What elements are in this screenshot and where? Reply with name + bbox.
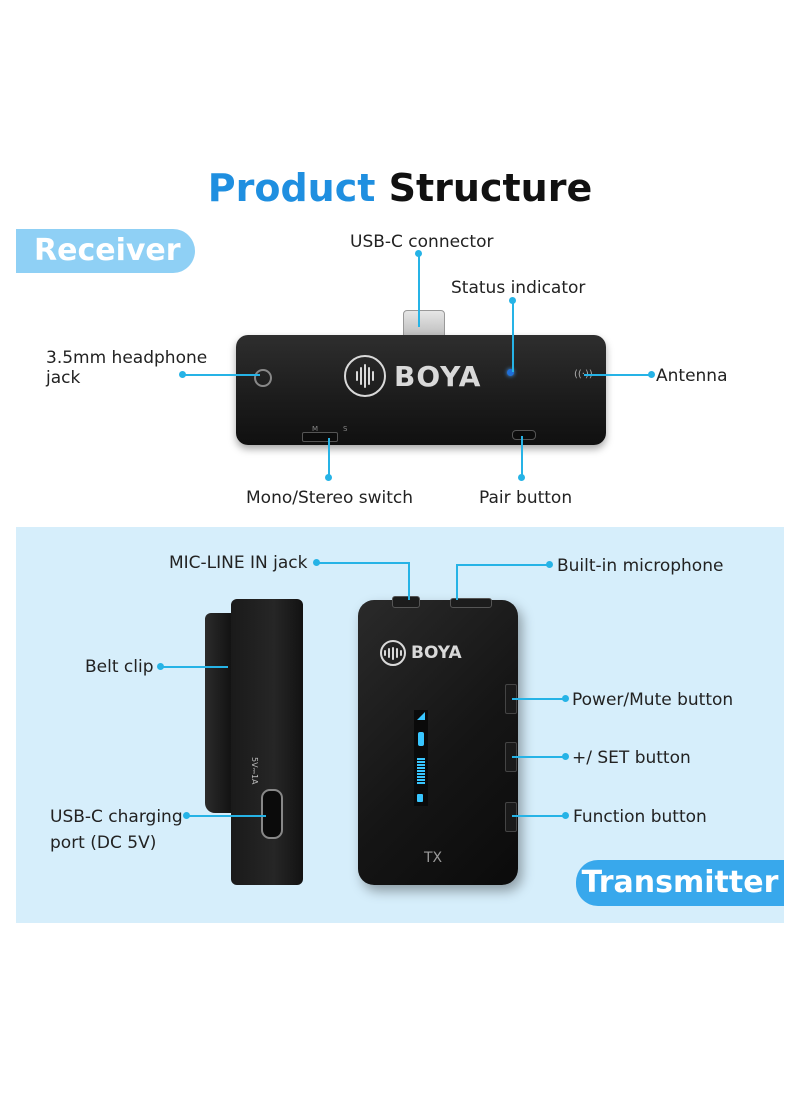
callout-dot-switch (325, 474, 332, 481)
builtin-mic-grille (450, 598, 492, 608)
label-status-indicator: Status indicator (451, 278, 586, 298)
callout-line-power-mute (512, 698, 566, 700)
callout-line-jack (182, 374, 260, 376)
label-headphone-jack-2: jack (46, 368, 81, 388)
transmitter-brand: BOYA (411, 643, 462, 663)
callout-line-switch (328, 438, 330, 480)
receiver-logo: BOYA (344, 355, 481, 397)
boya-mark-icon (344, 355, 386, 397)
model-label: TX (424, 850, 443, 866)
callout-line-belt-clip (160, 666, 228, 668)
receiver-tag: Receiver (16, 229, 195, 273)
callout-line-antenna (584, 374, 654, 376)
label-usb-c-charging-2: port (DC 5V) (50, 833, 157, 853)
callout-line-builtin-mic-h (456, 564, 548, 566)
transmitter-logo: BOYA (380, 640, 462, 666)
callout-dot-antenna (648, 371, 655, 378)
callout-dot-usb-charging (183, 812, 190, 819)
label-pair-button: Pair button (479, 488, 573, 508)
pair-button[interactable] (512, 430, 536, 440)
label-usb-c-connector: USB-C connector (350, 232, 494, 252)
label-function-button: Function button (573, 807, 707, 827)
headphone-icon (254, 369, 272, 387)
callout-line-mic-line-h (316, 562, 410, 564)
transmitter-front: BOYA TX (358, 596, 518, 885)
battery-icon (417, 794, 423, 802)
label-antenna: Antenna (656, 366, 728, 386)
callout-dot-set (562, 753, 569, 760)
callout-dot-builtin-mic (546, 561, 553, 568)
level-meter (417, 758, 425, 784)
page-title: Product Structure (0, 166, 800, 210)
callout-dot-function (562, 812, 569, 819)
callout-line-function (512, 815, 566, 817)
transmitter-tag: Transmitter (576, 860, 784, 906)
belt-clip (205, 613, 233, 813)
callout-dot-jack (179, 371, 186, 378)
callout-dot-usb (415, 250, 422, 257)
antenna-icon: ((·)) (574, 370, 593, 380)
usb-c-port[interactable] (261, 789, 283, 839)
status-led (507, 369, 514, 376)
callout-line-usb (418, 253, 420, 327)
signal-icon (417, 712, 425, 720)
label-usb-c-charging-1: USB-C charging (50, 807, 183, 827)
boya-mark-icon (380, 640, 406, 666)
callout-dot-power-mute (562, 695, 569, 702)
label-mic-line-in: MIC-LINE IN jack (169, 553, 308, 573)
label-power-mute: Power/Mute button (572, 690, 734, 710)
transmitter-side-view: 5V⎓1A (205, 599, 305, 888)
callout-line-usb-charging (186, 815, 266, 817)
callout-line-pair (521, 436, 523, 480)
function-button[interactable] (505, 802, 517, 832)
callout-line-status (512, 300, 514, 372)
callout-line-builtin-mic-v (456, 564, 458, 600)
label-mono-stereo-switch: Mono/Stereo switch (246, 488, 414, 508)
port-marking: 5V⎓1A (250, 757, 259, 785)
callout-dot-status (509, 297, 516, 304)
mic-line-in-jack[interactable] (392, 596, 420, 608)
callout-dot-pair (518, 474, 525, 481)
switch-mark-m: M (312, 425, 319, 433)
callout-line-set (512, 756, 566, 758)
label-set-button: +/ SET button (572, 748, 691, 768)
label-headphone-jack-1: 3.5mm headphone (46, 348, 208, 368)
mic-icon (418, 732, 424, 746)
title-accent: Product (207, 166, 376, 210)
receiver-brand: BOYA (394, 359, 482, 393)
transmitter-side (231, 599, 303, 885)
switch-mark-s: S (343, 425, 348, 433)
title-rest: Structure (388, 166, 593, 210)
receiver-device: BOYA ((·)) M S (236, 335, 606, 445)
label-belt-clip: Belt clip (85, 657, 154, 677)
status-display (414, 710, 428, 806)
label-builtin-mic: Built-in microphone (557, 556, 724, 576)
mono-stereo-switch[interactable] (302, 432, 338, 442)
callout-line-mic-line-v (408, 562, 410, 600)
